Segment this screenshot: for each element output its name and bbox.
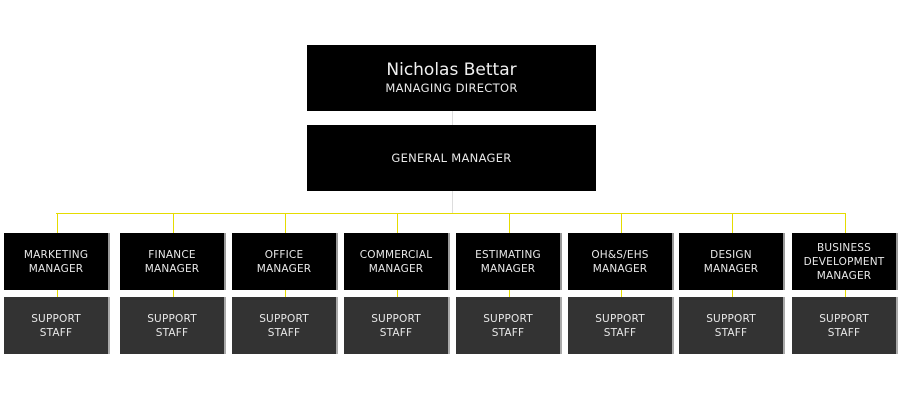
connector-manager-staff (845, 290, 846, 297)
connector-manager-staff (621, 290, 622, 297)
managing-director-box: Nicholas Bettar MANAGING DIRECTOR (307, 45, 596, 111)
manager-label-line: COMMERCIAL (359, 248, 433, 261)
director-title: MANAGING DIRECTOR (385, 81, 518, 95)
connector-gm-bus (452, 191, 453, 214)
connector-drop (173, 213, 174, 233)
manager-label-line: OFFICE (264, 248, 304, 261)
manager-label-line: MARKETING (23, 248, 89, 261)
general-manager-box: GENERAL MANAGER (307, 125, 596, 191)
support-staff-label-line: SUPPORT (259, 312, 309, 325)
manager-label-line: MANAGER (592, 262, 648, 275)
manager-label-line: BUSINESS (816, 241, 872, 254)
support-staff-label-line: SUPPORT (819, 312, 869, 325)
support-staff-label-line: SUPPORT (595, 312, 645, 325)
manager-label-line: MANAGER (28, 262, 84, 275)
support-staff-label-line: STAFF (155, 326, 189, 339)
support-staff-label-line: SUPPORT (371, 312, 421, 325)
support-staff-label-line: STAFF (603, 326, 637, 339)
support-staff-label-line: STAFF (379, 326, 413, 339)
support-staff-label-line: STAFF (491, 326, 525, 339)
manager-label-line: OH&S/EHS (591, 248, 649, 261)
manager-label-line: ESTIMATING (475, 248, 541, 261)
manager-label-line: DEVELOPMENT (803, 255, 885, 268)
connector-drop (732, 213, 733, 233)
general-manager-title: GENERAL MANAGER (391, 151, 512, 165)
support-staff-label-line: SUPPORT (147, 312, 197, 325)
support-staff-label-line: STAFF (39, 326, 73, 339)
manager-label-line: MANAGER (816, 269, 872, 282)
support-staff-label-line: STAFF (827, 326, 861, 339)
connector-drop (57, 213, 58, 233)
manager-label-line: FINANCE (148, 248, 196, 261)
connector-drop (397, 213, 398, 233)
director-name: Nicholas Bettar (386, 60, 517, 80)
connector-manager-staff (57, 290, 58, 297)
manager-label-line: MANAGER (144, 262, 200, 275)
support-staff-label-line: SUPPORT (31, 312, 81, 325)
connector-manager-staff (732, 290, 733, 297)
manager-label-line: MANAGER (368, 262, 424, 275)
connector-bus (56, 213, 846, 214)
connector-director-gm (452, 111, 453, 125)
connector-drop (621, 213, 622, 233)
connector-manager-staff (397, 290, 398, 297)
manager-label-line: MANAGER (480, 262, 536, 275)
manager-label-line: MANAGER (256, 262, 312, 275)
support-staff-label-line: STAFF (267, 326, 301, 339)
manager-label-line: MANAGER (703, 262, 759, 275)
connector-drop (285, 213, 286, 233)
connector-manager-staff (173, 290, 174, 297)
connector-manager-staff (285, 290, 286, 297)
support-staff-label-line: SUPPORT (483, 312, 533, 325)
manager-label-line: DESIGN (710, 248, 752, 261)
connector-drop (509, 213, 510, 233)
connector-drop (845, 213, 846, 233)
support-staff-label-line: SUPPORT (706, 312, 756, 325)
support-staff-label-line: STAFF (714, 326, 748, 339)
connector-manager-staff (509, 290, 510, 297)
